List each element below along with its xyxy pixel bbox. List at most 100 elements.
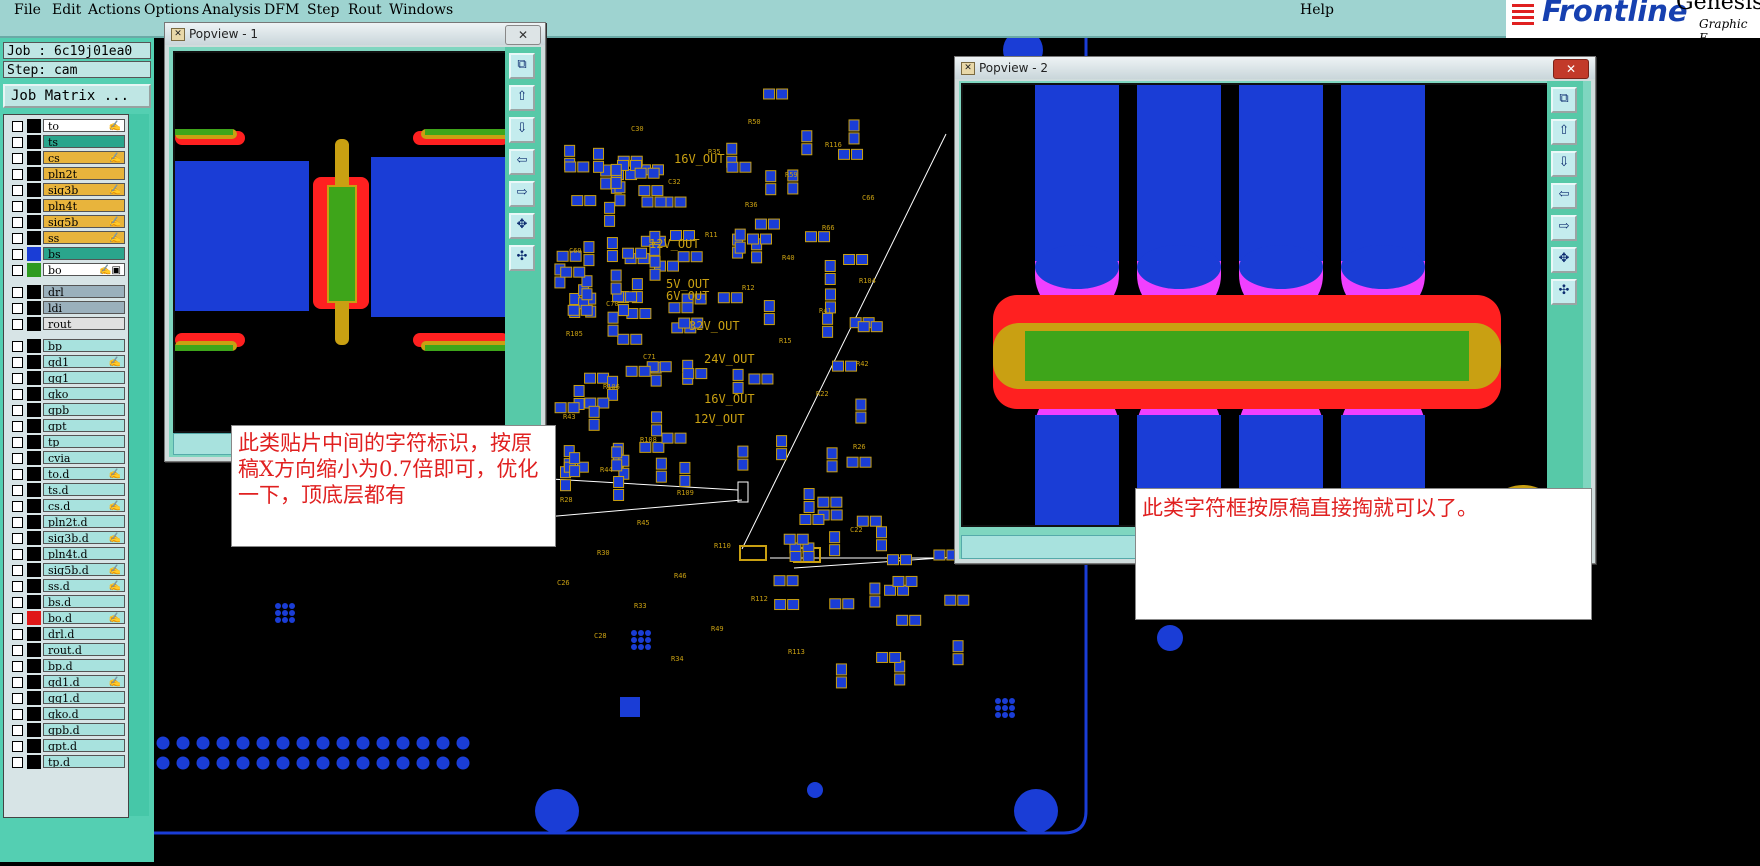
menu-analysis[interactable]: Analysis [202, 2, 261, 18]
layer-row[interactable]: bs.d [6, 595, 126, 609]
layer-name[interactable]: pln2t.d [43, 515, 125, 528]
layer-color-swatch[interactable] [27, 723, 41, 737]
layer-color-swatch[interactable] [27, 199, 41, 213]
layer-checkbox[interactable] [12, 389, 23, 400]
layer-color-swatch[interactable] [27, 403, 41, 417]
layer-checkbox[interactable] [12, 405, 23, 416]
layer-name[interactable]: bp.d [43, 659, 125, 672]
layer-checkbox[interactable] [12, 201, 23, 212]
zoom-out-icon[interactable]: ✣ [509, 245, 535, 271]
layer-color-swatch[interactable] [27, 611, 41, 625]
layer-row[interactable]: sig3b.d✍ [6, 531, 126, 545]
layer-row[interactable]: gpb.d [6, 723, 126, 737]
layer-row[interactable]: bo✍▣ [6, 263, 126, 277]
layer-name[interactable]: pln4t.d [43, 547, 125, 560]
menu-edit[interactable]: Edit [52, 2, 82, 18]
layer-checkbox[interactable] [12, 677, 23, 688]
layer-color-swatch[interactable] [27, 119, 41, 133]
job-matrix-button[interactable]: Job Matrix ... [3, 84, 151, 108]
layer-checkbox[interactable] [12, 501, 23, 512]
layer-name[interactable]: gko.d [43, 707, 125, 720]
layer-checkbox[interactable] [12, 485, 23, 496]
layer-checkbox[interactable] [12, 233, 23, 244]
layer-checkbox[interactable] [12, 303, 23, 314]
layer-checkbox[interactable] [12, 121, 23, 132]
layer-row[interactable]: pln2t [6, 167, 126, 181]
layer-checkbox[interactable] [12, 421, 23, 432]
layer-row[interactable]: gko.d [6, 707, 126, 721]
layer-row[interactable]: rout [6, 317, 126, 331]
layer-row[interactable]: gg1.d [6, 691, 126, 705]
zoom-home-icon[interactable]: ⧉ [1551, 87, 1577, 113]
layer-name[interactable]: pln2t [43, 167, 125, 180]
layer-checkbox[interactable] [12, 693, 23, 704]
popview-1-view[interactable] [173, 51, 507, 433]
layer-color-swatch[interactable] [27, 183, 41, 197]
layer-checkbox[interactable] [12, 661, 23, 672]
layer-row[interactable]: bp [6, 339, 126, 353]
layer-checkbox[interactable] [12, 249, 23, 260]
layer-color-swatch[interactable] [27, 167, 41, 181]
layer-color-swatch[interactable] [27, 339, 41, 353]
pan-right-icon[interactable]: ⇨ [1551, 215, 1577, 241]
layer-row[interactable]: pln4t.d [6, 547, 126, 561]
layer-row[interactable]: gpt [6, 419, 126, 433]
layer-row[interactable]: ts.d [6, 483, 126, 497]
layer-color-swatch[interactable] [27, 135, 41, 149]
layer-row[interactable]: cs✍ [6, 151, 126, 165]
layer-checkbox[interactable] [12, 185, 23, 196]
layer-checkbox[interactable] [12, 265, 23, 276]
layer-name[interactable]: bs.d [43, 595, 125, 608]
layer-checkbox[interactable] [12, 629, 23, 640]
popview-1-window[interactable]: ✕ Popview - 1 ✕ [164, 22, 546, 462]
layer-row[interactable]: rout.d [6, 643, 126, 657]
layer-color-swatch[interactable] [27, 215, 41, 229]
pan-up-icon[interactable]: ⇧ [1551, 119, 1577, 145]
layer-color-swatch[interactable] [27, 515, 41, 529]
zoom-in-icon[interactable]: ✥ [509, 213, 535, 239]
layer-name[interactable]: gd1✍ [43, 355, 125, 368]
layer-color-swatch[interactable] [27, 531, 41, 545]
layer-list-scrollbar[interactable] [129, 114, 149, 816]
layer-checkbox[interactable] [12, 437, 23, 448]
layer-name[interactable]: pln4t [43, 199, 125, 212]
layer-row[interactable]: ldi [6, 301, 126, 315]
layer-name[interactable]: gko [43, 387, 125, 400]
layer-name[interactable]: sig5b.d✍ [43, 563, 125, 576]
layer-checkbox[interactable] [12, 319, 23, 330]
layer-name[interactable]: cs.d✍ [43, 499, 125, 512]
layer-color-swatch[interactable] [27, 499, 41, 513]
layer-row[interactable]: to✍ [6, 119, 126, 133]
layer-color-swatch[interactable] [27, 451, 41, 465]
layer-color-swatch[interactable] [27, 739, 41, 753]
layer-name[interactable]: to✍ [43, 119, 125, 132]
pan-down-icon[interactable]: ⇩ [1551, 151, 1577, 177]
layer-row[interactable]: gpt.d [6, 739, 126, 753]
layer-row[interactable]: pln4t [6, 199, 126, 213]
popview-2-titlebar[interactable]: ✕ Popview - 2 [955, 57, 1595, 79]
layer-row[interactable]: pln2t.d [6, 515, 126, 529]
layer-color-swatch[interactable] [27, 467, 41, 481]
menu-step[interactable]: Step [307, 2, 340, 18]
layer-checkbox[interactable] [12, 533, 23, 544]
layer-row[interactable]: sig5b.d✍ [6, 563, 126, 577]
layer-color-swatch[interactable] [27, 483, 41, 497]
layer-row[interactable]: ts [6, 135, 126, 149]
layer-row[interactable]: to.d✍ [6, 467, 126, 481]
popview-2-view[interactable] [961, 83, 1549, 527]
layer-name[interactable]: to.d✍ [43, 467, 125, 480]
layer-name[interactable]: sig3b.d✍ [43, 531, 125, 544]
layer-row[interactable]: bo.d✍ [6, 611, 126, 625]
layer-name[interactable]: bo✍▣ [43, 263, 125, 276]
layer-row[interactable]: bs [6, 247, 126, 261]
pan-left-icon[interactable]: ⇦ [509, 149, 535, 175]
layer-row[interactable]: drl.d [6, 627, 126, 641]
layer-color-swatch[interactable] [27, 387, 41, 401]
layer-checkbox[interactable] [12, 741, 23, 752]
layer-checkbox[interactable] [12, 287, 23, 298]
popview-1-titlebar[interactable]: ✕ Popview - 1 [165, 23, 545, 45]
layer-name[interactable]: ss✍ [43, 231, 125, 244]
layer-color-swatch[interactable] [27, 435, 41, 449]
zoom-out-icon[interactable]: ✣ [1551, 279, 1577, 305]
layer-color-swatch[interactable] [27, 371, 41, 385]
